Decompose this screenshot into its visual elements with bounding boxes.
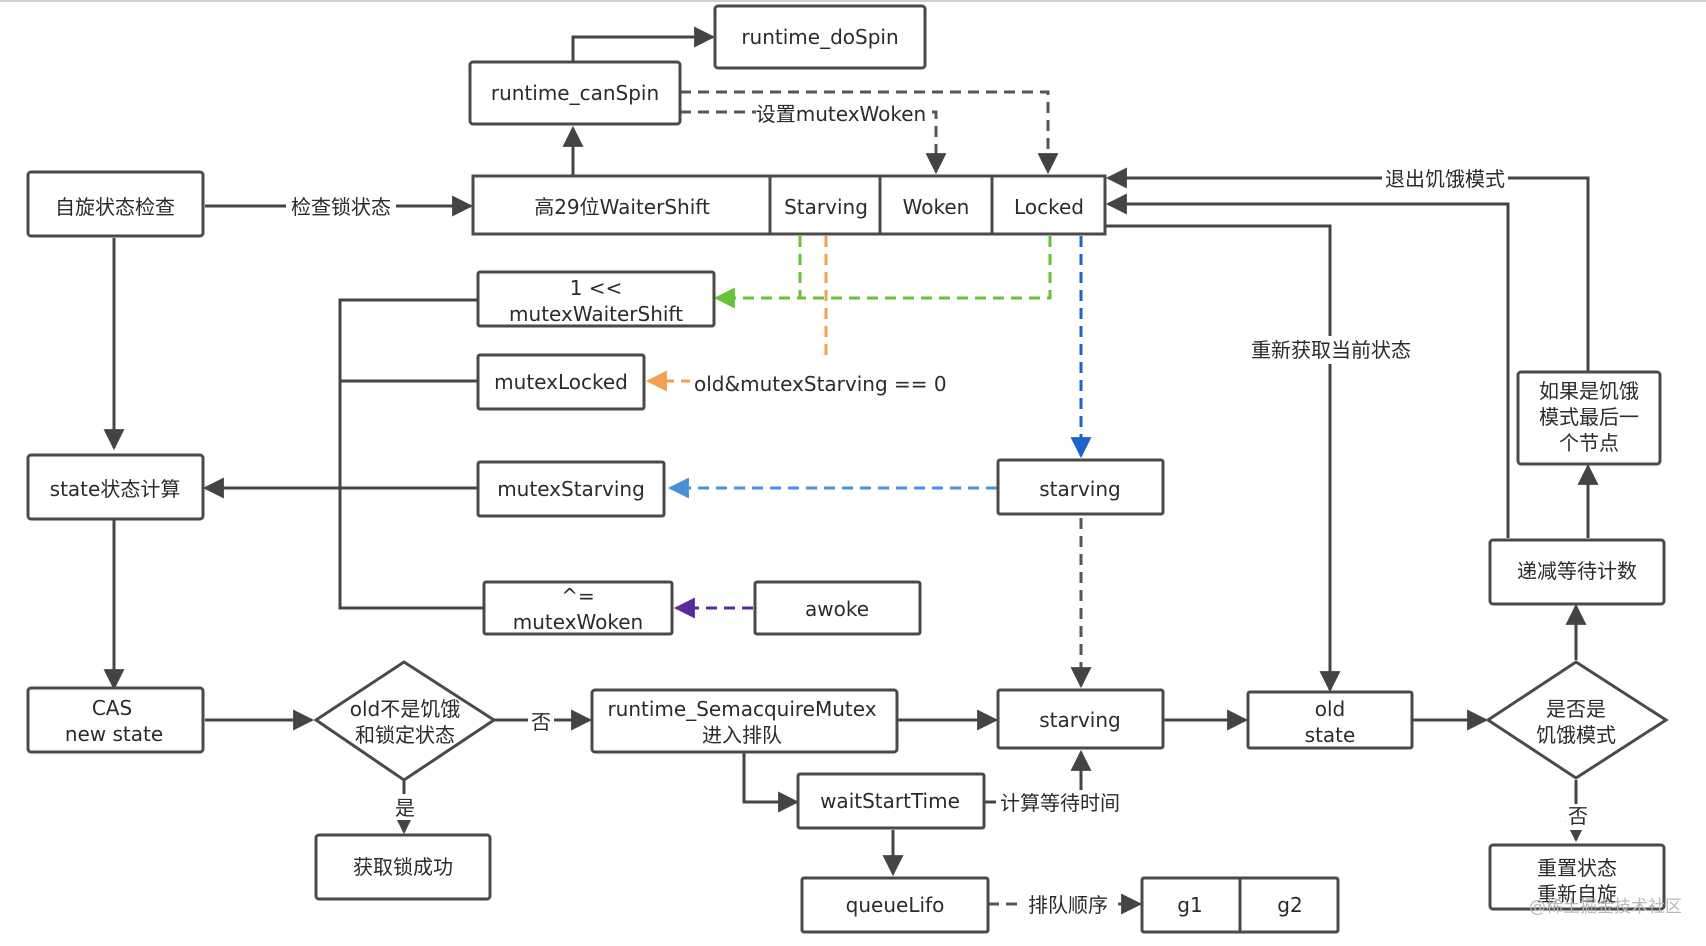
edge-set-mutex-woken bbox=[680, 110, 947, 175]
last-node-box bbox=[1516, 370, 1662, 466]
mutex-starving-box bbox=[476, 460, 666, 518]
reset-line1: 重置状态 bbox=[1537, 856, 1617, 880]
starving-field-label: Starving bbox=[784, 195, 868, 219]
state-calc-label: state状态计算 bbox=[50, 477, 181, 501]
edge-decrement-to-locked bbox=[1105, 193, 1510, 538]
last-node-line3: 个节点 bbox=[1559, 431, 1619, 455]
decrement-label: 递减等待计数 bbox=[1517, 559, 1637, 583]
old-starving-zero-label: old&mutexStarving == 0 bbox=[694, 372, 947, 396]
xor-woken-line1: ^= bbox=[561, 584, 595, 608]
reset-box bbox=[1488, 843, 1666, 911]
waiter-shift-op-line1: 1 << bbox=[570, 276, 623, 300]
yes-acquire-label: 是 bbox=[395, 796, 415, 820]
cas-box bbox=[26, 686, 205, 754]
edge-bracket bbox=[338, 298, 484, 610]
semacquire-line1: runtime_SemacquireMutex bbox=[607, 697, 876, 721]
decision-line1: old不是饥饿 bbox=[350, 697, 461, 721]
old-state-box bbox=[1246, 690, 1414, 750]
cas-line1: CAS bbox=[92, 696, 132, 720]
set-mutex-woken-label: 设置mutexWoken bbox=[756, 102, 926, 126]
starving-var-label: starving bbox=[1039, 477, 1121, 501]
refetch-state-label: 重新获取当前状态 bbox=[1251, 338, 1411, 362]
do-spin-box bbox=[713, 4, 927, 70]
spin-check-label: 自旋状态检查 bbox=[55, 195, 175, 219]
mutex-locked-label: mutexLocked bbox=[494, 370, 628, 394]
state-calc-box bbox=[26, 453, 205, 521]
decision-line2: 和锁定状态 bbox=[355, 723, 455, 747]
semacquire-line2: 进入排队 bbox=[702, 723, 782, 747]
wait-start-time-label: waitStartTime bbox=[820, 789, 960, 813]
g2-label: g2 bbox=[1277, 893, 1302, 917]
queue-lifo-box bbox=[800, 876, 990, 934]
edge-to-do-spin bbox=[571, 26, 716, 62]
node-labels: 自旋状态检查 runtime_doSpin runtime_canSpin 高2… bbox=[50, 25, 1639, 917]
last-node-line2: 模式最后一 bbox=[1539, 405, 1639, 429]
do-spin-label: runtime_doSpin bbox=[741, 25, 898, 49]
woken-field-label: Woken bbox=[903, 195, 970, 219]
mutex-starving-label: mutexStarving bbox=[497, 477, 645, 501]
no-enqueue-label: 否 bbox=[531, 710, 551, 734]
decision-diamond bbox=[313, 660, 497, 782]
xor-woken-line2: mutexWoken bbox=[513, 610, 643, 634]
awoke-label: awoke bbox=[805, 597, 869, 621]
edge-green-locked bbox=[800, 236, 1052, 300]
edge-exit-starving bbox=[1105, 167, 1590, 372]
starving-mid-box bbox=[996, 688, 1165, 750]
edge-refetch-state bbox=[1106, 224, 1341, 693]
get-lock-label: 获取锁成功 bbox=[353, 855, 453, 879]
old-state-line1: old bbox=[1315, 697, 1346, 721]
starving-mode-line1: 是否是 bbox=[1546, 697, 1606, 721]
queue-lifo-label: queueLifo bbox=[846, 893, 945, 917]
check-lock-state-label: 检查锁状态 bbox=[291, 195, 391, 219]
can-spin-box bbox=[468, 60, 682, 126]
reset-line2: 重新自旋 bbox=[1537, 882, 1617, 906]
wait-start-time-box bbox=[796, 772, 986, 830]
waiter-shift-op-box bbox=[476, 270, 716, 328]
connectors bbox=[103, 26, 1599, 915]
starving-mid-label: starving bbox=[1039, 708, 1121, 732]
locked-field-label: Locked bbox=[1014, 195, 1084, 219]
g1-label: g1 bbox=[1177, 893, 1202, 917]
awoke-box bbox=[753, 580, 922, 636]
calc-wait-time-label: 计算等待时间 bbox=[1000, 791, 1120, 815]
starving-mode-diamond bbox=[1485, 660, 1669, 780]
edge-labels: 检查锁状态 设置mutexWoken old&mutexStarving == … bbox=[291, 102, 1588, 917]
exit-starving-label: 退出饥饿模式 bbox=[1385, 167, 1505, 191]
edge-sema-to-wait-start bbox=[742, 752, 800, 813]
watermark: @稀土掘金技术社区 bbox=[1529, 897, 1682, 917]
mutex-locked-box bbox=[476, 353, 646, 411]
waiter-shift-label: 高29位WaiterShift bbox=[534, 195, 710, 219]
last-node-line1: 如果是饥饿 bbox=[1539, 379, 1639, 403]
spin-check-box bbox=[26, 170, 205, 238]
edge-can-spin-to-locked bbox=[680, 90, 1059, 175]
queue-order-label: 排队顺序 bbox=[1028, 893, 1108, 917]
decrement-box bbox=[1488, 538, 1666, 606]
no-reset-label: 否 bbox=[1568, 804, 1588, 828]
semacquire-box bbox=[590, 688, 899, 754]
old-state-line2: state bbox=[1305, 723, 1356, 747]
edge-green-starving bbox=[713, 236, 802, 309]
get-lock-box bbox=[314, 833, 492, 901]
starving-mode-line2: 饥饿模式 bbox=[1536, 723, 1616, 747]
cas-line2: new state bbox=[65, 722, 163, 746]
label-backgrounds bbox=[286, 100, 1590, 918]
starving-var-box bbox=[996, 458, 1165, 516]
xor-woken-box bbox=[482, 580, 674, 636]
can-spin-label: runtime_canSpin bbox=[491, 81, 659, 105]
nodes bbox=[26, 4, 1669, 934]
state-bar bbox=[471, 174, 1107, 236]
waiter-shift-op-line2: mutexWaiterShift bbox=[509, 302, 683, 326]
